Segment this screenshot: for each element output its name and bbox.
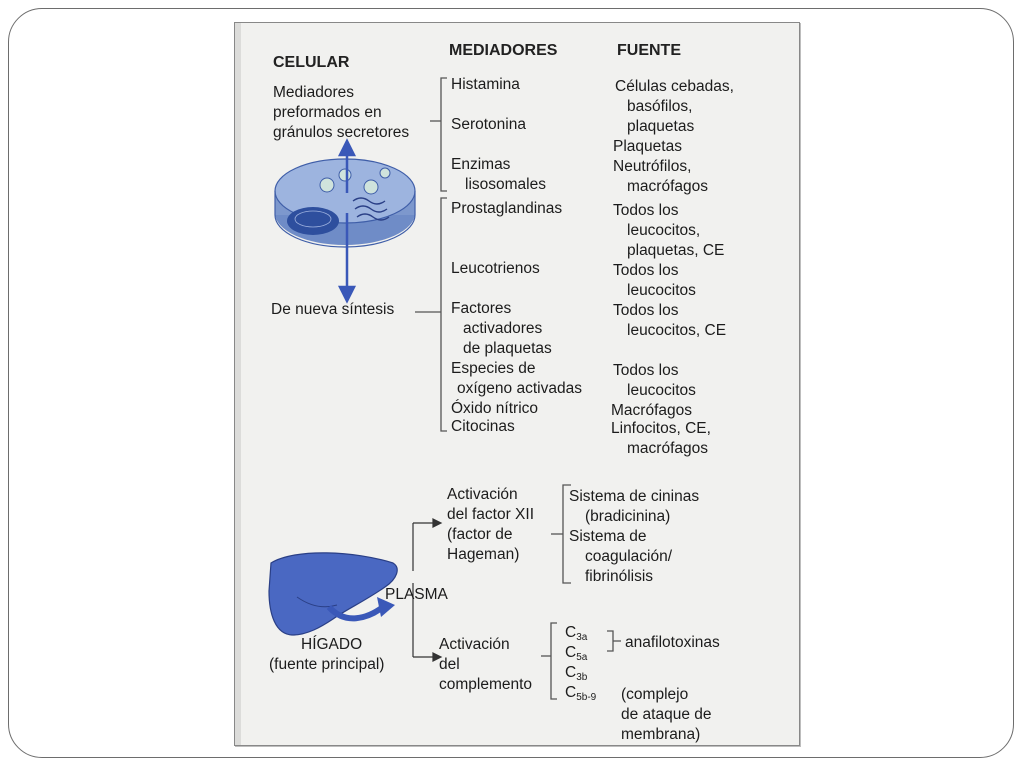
system-5: fibrinólisis xyxy=(585,568,654,585)
mac-2: de ataque de xyxy=(621,706,712,723)
component-c5b9: C5b-9 xyxy=(565,684,597,703)
system-4: coagulación/ xyxy=(585,548,673,565)
header-mediadores: MEDIADORES xyxy=(449,42,558,59)
source-prostaglandinas-2: leucocitos, xyxy=(627,222,701,239)
source-factores-2: leucocitos, CE xyxy=(627,322,727,339)
complement-3: complemento xyxy=(439,676,533,693)
component-c3b: C3b xyxy=(565,664,588,683)
source-citocinas-2: macrófagos xyxy=(627,440,708,457)
mediator-oxido-nitrico: Óxido nítrico xyxy=(451,400,539,417)
mediator-enzimas: Enzimas xyxy=(451,156,511,173)
mediator-especies: Especies de xyxy=(451,360,536,377)
source-prostaglandinas-3: plaquetas, CE xyxy=(627,242,725,259)
mediator-leucotrienos: Leucotrienos xyxy=(451,260,540,277)
liver-label-1: HÍGADO xyxy=(301,636,363,653)
component-c3a: C3a xyxy=(565,624,588,643)
source-especies-2: leucocitos xyxy=(627,382,696,399)
source-prostaglandinas-1: Todos los xyxy=(613,202,679,219)
source-enzimas-1: Neutrófilos, xyxy=(613,158,692,175)
preformed-label-3: gránulos secretores xyxy=(273,124,410,141)
liver-illustration xyxy=(268,552,398,636)
factor-xii-1: Activación xyxy=(447,486,518,503)
new-synthesis-label: De nueva síntesis xyxy=(271,301,395,318)
brackets xyxy=(415,77,621,700)
mediator-enzimas-2: lisosomales xyxy=(465,176,546,193)
plasma-label: PLASMA xyxy=(385,586,448,603)
mediator-histamina: Histamina xyxy=(451,76,520,93)
source-histamina-2: basófilos, xyxy=(627,98,693,115)
header-fuente: FUENTE xyxy=(617,42,681,59)
mac-1: (complejo xyxy=(621,686,689,703)
source-histamina-1: Células cebadas, xyxy=(615,78,734,95)
source-especies-1: Todos los xyxy=(613,362,679,379)
source-serotonina: Plaquetas xyxy=(613,138,682,155)
factor-xii-3: (factor de xyxy=(447,526,513,543)
preformed-label-1: Mediadores xyxy=(273,84,354,101)
header-celular: CELULAR xyxy=(273,54,350,71)
anaphylatoxins-label: anafilotoxinas xyxy=(625,634,720,651)
plasma-arrows xyxy=(412,518,443,662)
component-c5a: C5a xyxy=(565,644,588,663)
mediator-prostaglandinas: Prostaglandinas xyxy=(451,200,563,217)
diagram-artwork xyxy=(268,77,621,700)
cell-illustration xyxy=(274,158,416,248)
mediator-especies-2: oxígeno activadas xyxy=(457,380,582,397)
factor-xii-2: del factor XII xyxy=(447,506,535,523)
mac-3: membrana) xyxy=(621,726,701,743)
mediator-citocinas: Citocinas xyxy=(451,418,515,435)
liver-label-2: (fuente principal) xyxy=(269,656,385,673)
mediator-serotonina: Serotonina xyxy=(451,116,526,133)
cell-arrows xyxy=(337,138,357,304)
complement-1: Activación xyxy=(439,636,510,653)
mediator-factores-2: activadores xyxy=(463,320,543,337)
source-oxido-nitrico: Macrófagos xyxy=(611,402,692,419)
source-factores-1: Todos los xyxy=(613,302,679,319)
page-gutter xyxy=(235,23,241,745)
mediator-factores-3: de plaquetas xyxy=(463,340,552,357)
factor-xii-4: Hageman) xyxy=(447,546,520,563)
source-leucotrienos-1: Todos los xyxy=(613,262,679,279)
source-histamina-3: plaquetas xyxy=(627,118,695,135)
complement-2: del xyxy=(439,656,460,673)
nucleus xyxy=(287,207,339,235)
source-citocinas-1: Linfocitos, CE, xyxy=(611,420,711,437)
source-leucotrienos-2: leucocitos xyxy=(627,282,696,299)
system-1: Sistema de cininas xyxy=(569,488,700,505)
mediator-factores: Factores xyxy=(451,300,512,317)
textbook-figure: CELULAR MEDIADORES FUENTE Mediadores pre… xyxy=(234,22,800,746)
system-3: Sistema de xyxy=(569,528,647,545)
preformed-label-2: preformados en xyxy=(273,104,382,121)
system-2: (bradicinina) xyxy=(585,508,671,525)
source-enzimas-2: macrófagos xyxy=(627,178,708,195)
